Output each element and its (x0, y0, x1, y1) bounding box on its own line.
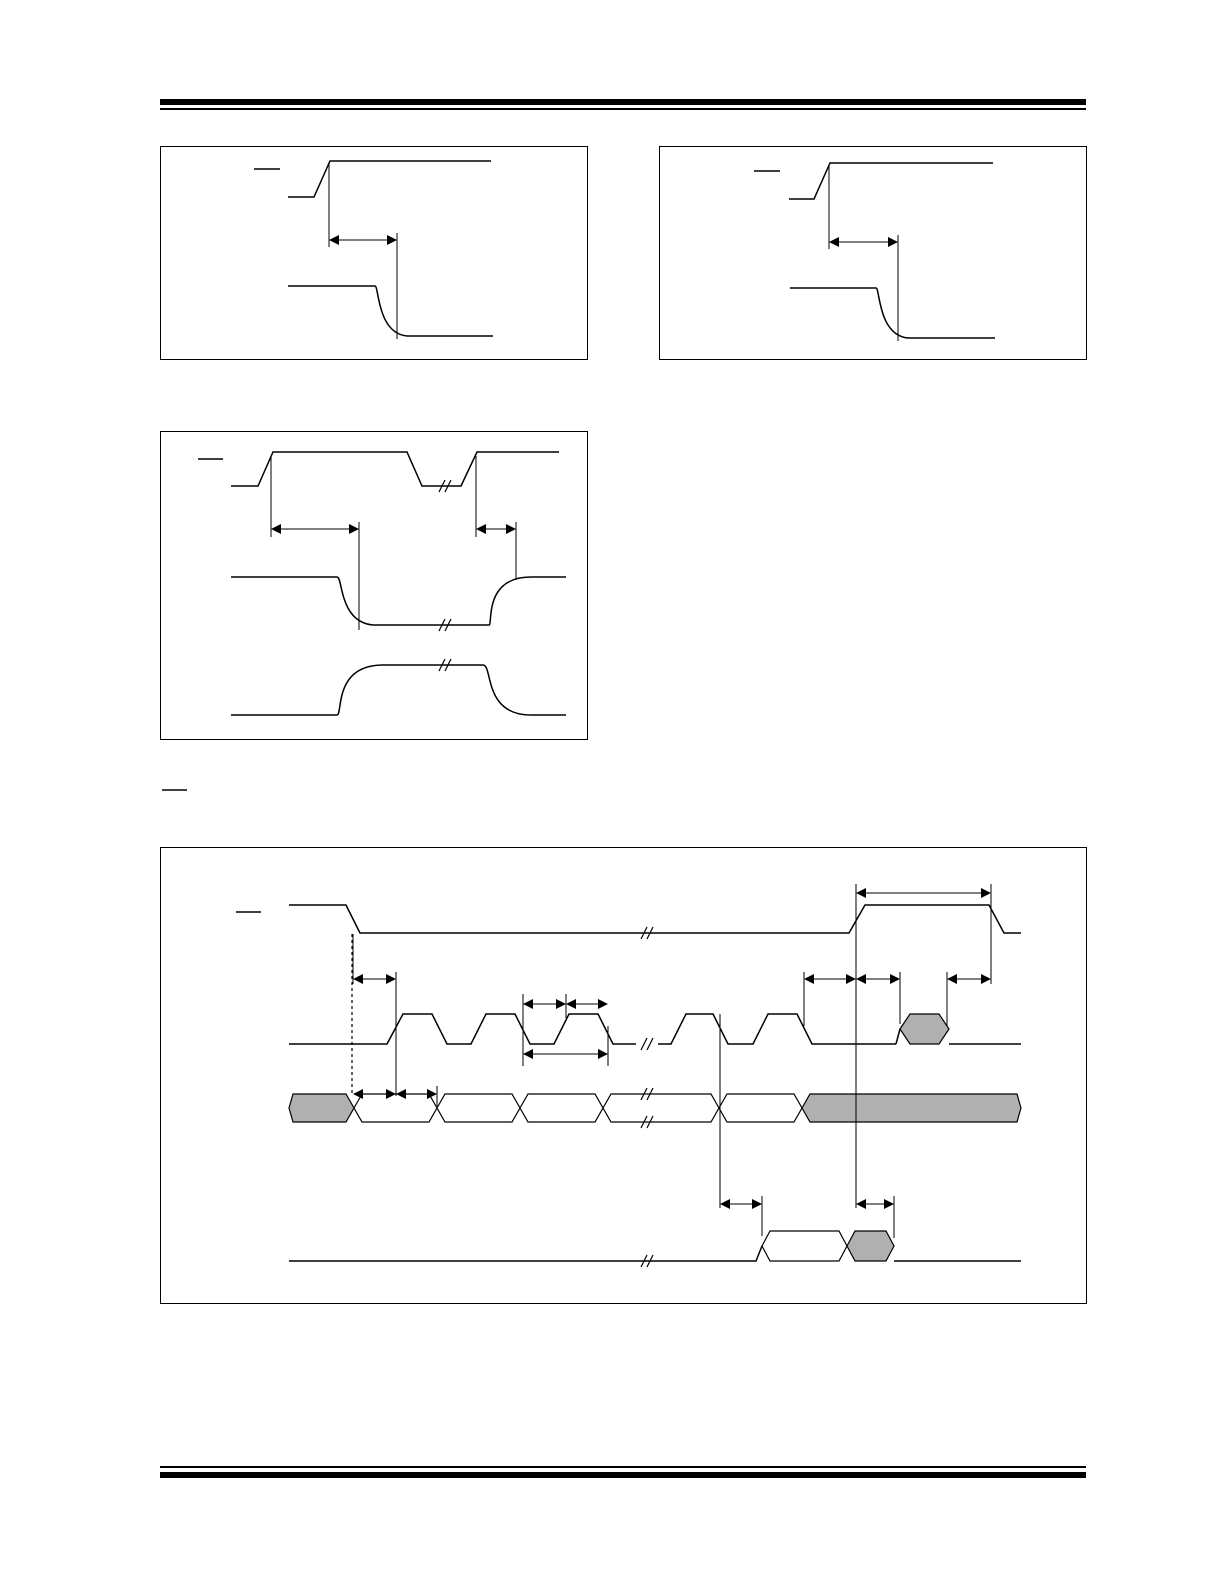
footer-rule-thin (160, 1466, 1086, 1468)
break-mark-middle (438, 618, 452, 632)
signal-top (231, 451, 559, 487)
arrowhead (856, 974, 866, 984)
arrowhead (353, 974, 363, 984)
signal-chip-select (289, 904, 1021, 934)
arrowhead (523, 1049, 533, 1059)
footer-rule-thick (160, 1472, 1086, 1478)
figure-1-waveforms (254, 160, 493, 339)
break-mark-bus-top (640, 1087, 654, 1101)
arrowhead (846, 974, 856, 984)
figure-small-timing-2 (659, 146, 1087, 360)
arrowhead (856, 1199, 866, 1209)
out-bit-1 (761, 1230, 848, 1262)
clock-gray-pulse (899, 1013, 950, 1045)
signal-top-rising (789, 162, 993, 200)
arrowhead (752, 1199, 762, 1209)
bus-gray-start (288, 1093, 355, 1123)
arrowhead-2-right (506, 524, 516, 534)
arrowhead (566, 999, 576, 1009)
arrowhead (720, 1199, 730, 1209)
figure-3-waveforms (198, 451, 566, 716)
arrowhead-1-left (271, 524, 281, 534)
arrowhead (598, 1049, 608, 1059)
arrowhead-left (329, 235, 339, 245)
arrowhead-2-left (476, 524, 486, 534)
arrowhead (396, 1089, 406, 1099)
break-mark-bus-bottom (640, 1115, 654, 1129)
header-rule-thin (160, 108, 1086, 110)
arrowhead (981, 974, 991, 984)
signal-middle (231, 576, 566, 626)
signal-bottom (231, 664, 566, 716)
arrowhead (856, 888, 866, 898)
arrowhead-right (387, 235, 397, 245)
arrowhead (353, 1089, 363, 1099)
figure-2-waveforms (754, 162, 995, 341)
figure-small-timing-1 (160, 146, 588, 360)
arrowhead (427, 1089, 437, 1099)
break-mark-clock (640, 1037, 654, 1051)
arrowhead-1-right (349, 524, 359, 534)
arrowhead (523, 999, 533, 1009)
signal-bottom-falling (790, 287, 995, 339)
arrowhead (556, 999, 566, 1009)
arrowhead-right (888, 237, 898, 247)
break-mark-bottom (438, 658, 452, 672)
arrowhead-left (829, 237, 839, 247)
signal-top-rising (288, 160, 491, 198)
clock-tail-lead (895, 1028, 901, 1045)
arrowhead (890, 974, 900, 984)
figure-timing-three-signal (160, 431, 588, 740)
break-mark-top (438, 479, 452, 493)
arrowhead (884, 1199, 894, 1209)
figure-serial-timing (160, 847, 1087, 1304)
bus-bit-5 (718, 1093, 803, 1123)
signal-bottom-falling (288, 285, 493, 337)
break-mark-out (640, 1254, 654, 1268)
bus-bit-3 (519, 1093, 604, 1123)
arrowhead (804, 974, 814, 984)
arrowhead (386, 974, 396, 984)
figure-4-waveforms (236, 884, 1022, 1268)
out-bit-gray (846, 1230, 895, 1262)
bus-bit-1 (353, 1093, 438, 1123)
arrowhead (981, 888, 991, 898)
bus-bit-2 (436, 1093, 521, 1123)
bus-bit-4 (602, 1093, 720, 1123)
arrowhead (598, 999, 608, 1009)
signal-clock-cont (658, 1013, 896, 1045)
arrowhead (386, 1089, 396, 1099)
bus-gray-end (801, 1093, 1022, 1123)
signal-data-out-left (289, 1245, 763, 1262)
header-rule-thick (160, 99, 1086, 105)
arrowhead (947, 974, 957, 984)
signal-clock (289, 1013, 636, 1045)
break-mark-cs (640, 926, 654, 940)
